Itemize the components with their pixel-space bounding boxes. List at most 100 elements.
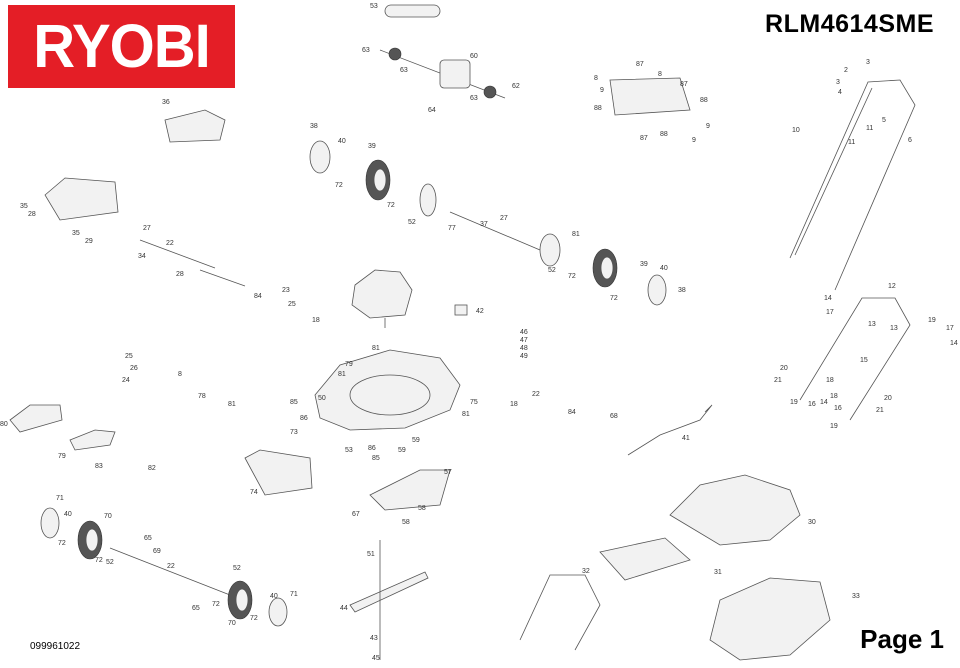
callout-label: 12 bbox=[888, 283, 896, 290]
callout-label: 83 bbox=[95, 463, 103, 470]
callout-label: 13 bbox=[890, 325, 898, 332]
handle-bracket bbox=[609, 77, 691, 116]
callout-label: 25 bbox=[288, 301, 296, 308]
callout-label: 52 bbox=[106, 559, 114, 566]
callout-label: 82 bbox=[148, 465, 156, 472]
callout-label: 9 bbox=[706, 123, 710, 130]
callout-label: 28 bbox=[28, 211, 36, 218]
callout-label: 71 bbox=[290, 591, 298, 598]
callout-label: 79 bbox=[345, 361, 353, 368]
callout-label: 11 bbox=[866, 125, 873, 132]
callout-label: 42 bbox=[476, 308, 484, 315]
callout-label: 71 bbox=[56, 495, 64, 502]
callout-label: 72 bbox=[568, 273, 576, 280]
callout-label: 9 bbox=[692, 137, 696, 144]
drive-cable bbox=[627, 404, 713, 456]
callout-label: 48 bbox=[520, 345, 528, 352]
callout-label: 69 bbox=[153, 548, 161, 555]
front-bumper bbox=[9, 404, 116, 451]
callout-label: 58 bbox=[418, 505, 426, 512]
callout-label: 34 bbox=[138, 253, 146, 260]
callout-label: 63 bbox=[470, 95, 478, 102]
callout-labels: 53 63 63 60 62 63 64 36 38 40 39 72 72 5… bbox=[0, 3, 958, 662]
callout-label: 44 bbox=[340, 605, 348, 612]
callout-label: 63 bbox=[362, 47, 370, 54]
callout-label: 73 bbox=[290, 429, 298, 436]
callout-label: 5 bbox=[882, 117, 886, 124]
callout-label: 88 bbox=[700, 97, 708, 104]
callout-label: 81 bbox=[572, 231, 580, 238]
callout-label: 59 bbox=[412, 437, 420, 444]
callout-label: 19 bbox=[928, 317, 936, 324]
callout-label: 46 bbox=[520, 329, 528, 336]
callout-label: 19 bbox=[790, 399, 798, 406]
callout-label: 43 bbox=[370, 635, 378, 642]
callout-label: 38 bbox=[310, 123, 318, 130]
brand-logo-text: RYOBI bbox=[33, 11, 211, 81]
callout-label: 45 bbox=[372, 655, 380, 662]
callout-label: 18 bbox=[830, 393, 838, 400]
callout-label: 84 bbox=[568, 409, 576, 416]
callout-label: 18 bbox=[826, 377, 834, 384]
callout-label: 22 bbox=[532, 391, 540, 398]
callout-label: 32 bbox=[582, 568, 590, 575]
callout-label: 38 bbox=[678, 287, 686, 294]
callout-label: 16 bbox=[834, 405, 842, 412]
brand-logo: RYOBI bbox=[8, 5, 235, 88]
callout-label: 3 bbox=[836, 79, 840, 86]
callout-label: 21 bbox=[774, 377, 782, 384]
callout-label: 15 bbox=[860, 357, 868, 364]
callout-label: 11 bbox=[848, 139, 855, 146]
rear-wheel-assembly bbox=[309, 140, 667, 306]
callout-label: 14 bbox=[820, 399, 828, 406]
callout-label: 2 bbox=[844, 67, 848, 74]
callout-label: 39 bbox=[640, 261, 648, 268]
page-label: Page 1 bbox=[860, 624, 944, 654]
side-discharge-chute bbox=[244, 449, 313, 496]
callout-label: 8 bbox=[658, 71, 662, 78]
callout-label: 77 bbox=[448, 225, 456, 232]
callout-label: 33 bbox=[852, 593, 860, 600]
drive-belt bbox=[384, 4, 441, 18]
callout-label: 4 bbox=[838, 89, 842, 96]
callout-label: 59 bbox=[398, 447, 406, 454]
callout-label: 81 bbox=[462, 411, 470, 418]
callout-label: 85 bbox=[290, 399, 298, 406]
callout-label: 52 bbox=[408, 219, 416, 226]
callout-label: 22 bbox=[167, 563, 175, 570]
callout-label: 72 bbox=[95, 557, 103, 564]
callout-label: 52 bbox=[548, 267, 556, 274]
callout-label: 24 bbox=[122, 377, 130, 384]
callout-label: 35 bbox=[72, 230, 80, 237]
bag-cover bbox=[599, 537, 691, 581]
callout-label: 39 bbox=[368, 143, 376, 150]
callout-label: 27 bbox=[143, 225, 151, 232]
baffle bbox=[369, 469, 451, 511]
callout-label: 74 bbox=[250, 489, 258, 496]
callout-label: 13 bbox=[868, 321, 876, 328]
lower-handle bbox=[799, 297, 911, 421]
mower-deck bbox=[314, 349, 461, 431]
callout-label: 72 bbox=[212, 601, 220, 608]
callout-label: 72 bbox=[250, 615, 258, 622]
callout-label: 81 bbox=[338, 371, 346, 378]
callout-label: 84 bbox=[254, 293, 262, 300]
callout-label: 40 bbox=[660, 265, 668, 272]
mulch-plug bbox=[164, 109, 226, 143]
callout-label: 40 bbox=[338, 138, 346, 145]
callout-label: 81 bbox=[228, 401, 236, 408]
callout-label: 31 bbox=[714, 569, 722, 576]
fuel-cap bbox=[454, 304, 468, 316]
rear-axle bbox=[139, 239, 246, 287]
callout-label: 81 bbox=[372, 345, 380, 352]
callout-label: 10 bbox=[792, 127, 800, 134]
callout-label: 52 bbox=[233, 565, 241, 572]
callout-label: 79 bbox=[58, 453, 66, 460]
callout-label: 16 bbox=[808, 401, 816, 408]
callout-label: 35 bbox=[20, 203, 28, 210]
callout-label: 17 bbox=[946, 325, 954, 332]
callout-label: 64 bbox=[428, 107, 436, 114]
callout-label: 30 bbox=[808, 519, 816, 526]
upper-handle bbox=[789, 79, 916, 291]
